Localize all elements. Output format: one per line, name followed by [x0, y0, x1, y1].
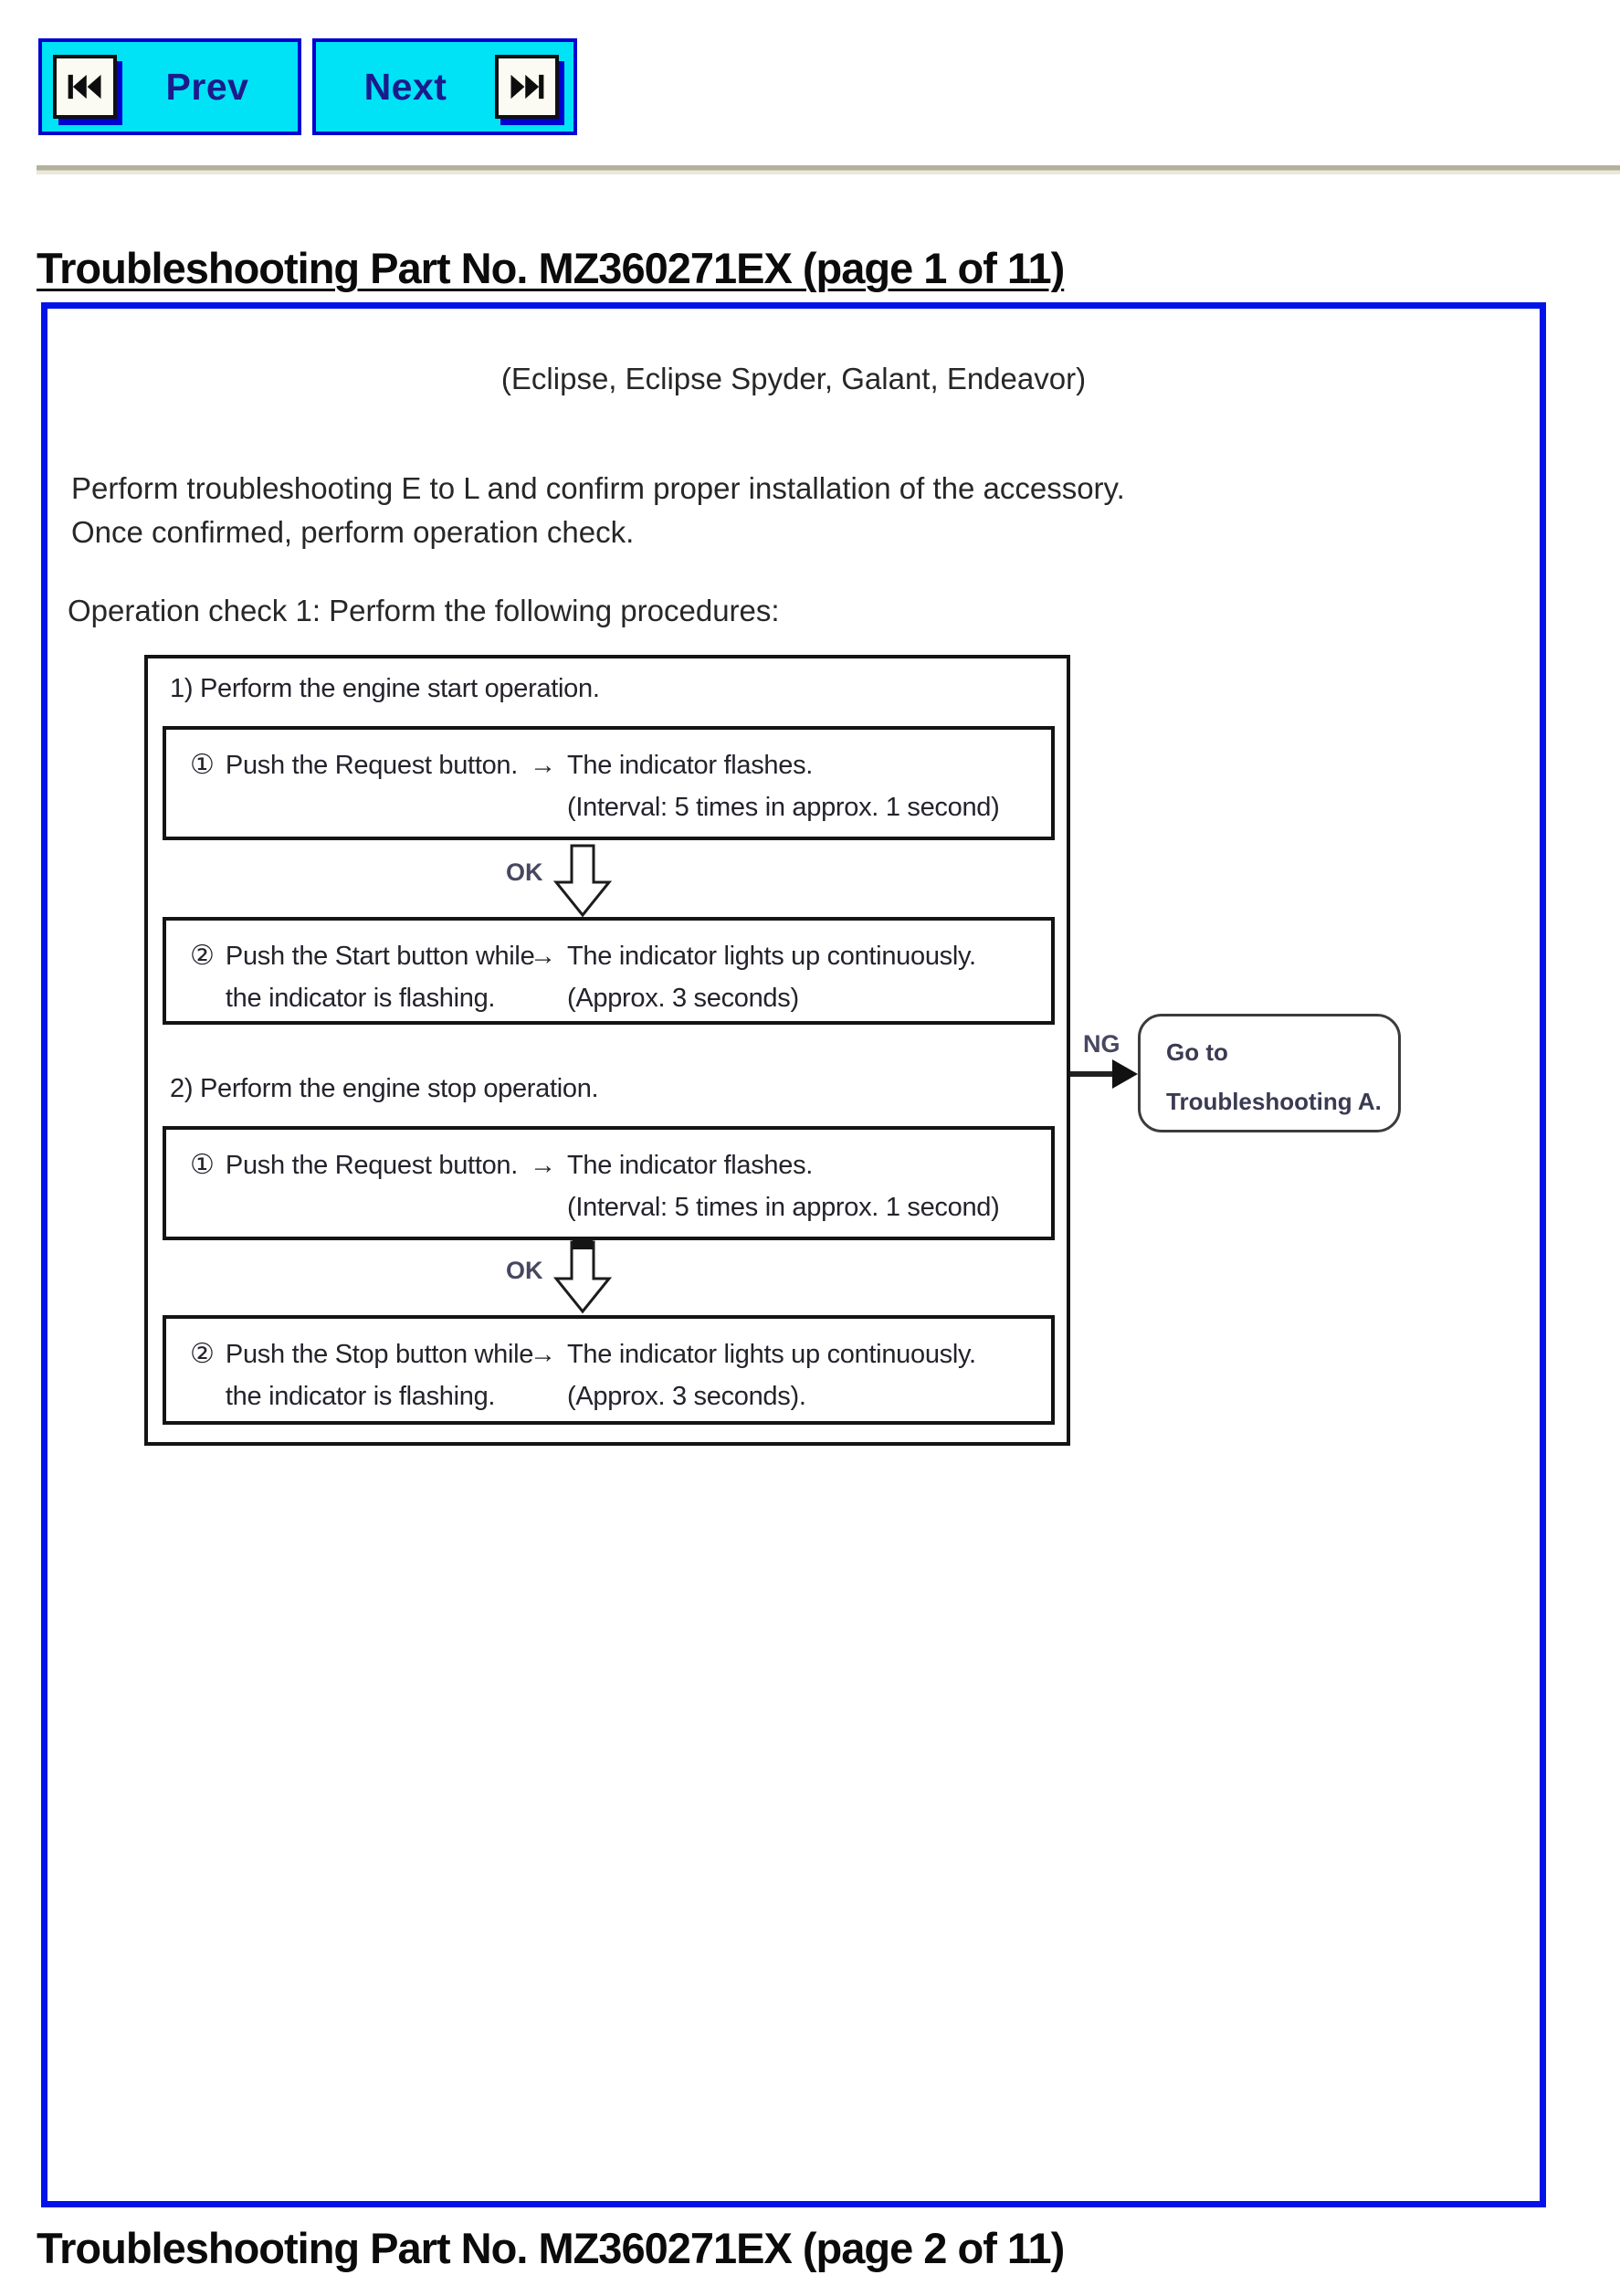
- operation-check-heading: Operation check 1: Perform the following…: [68, 594, 780, 627]
- circled-number: ②: [190, 941, 215, 971]
- result-line: The indicator lights up continuously.: [567, 1340, 976, 1369]
- fast-forward-icon: [495, 55, 559, 119]
- intro-line-1: Perform troubleshooting E to L and confi…: [71, 471, 1125, 505]
- result-line: The indicator lights up continuously.: [567, 942, 976, 971]
- result-note: (Interval: 5 times in approx. 1 second): [567, 1193, 1000, 1222]
- step2-label: 2) Perform the engine stop operation.: [170, 1074, 599, 1103]
- result-line: The indicator flashes.: [567, 1151, 814, 1180]
- step1-label: 1) Perform the engine start operation.: [170, 674, 600, 703]
- action-line: Push the Stop button while: [225, 1340, 534, 1369]
- goto-troubleshooting-box: Go to Troubleshooting A.: [1138, 1014, 1401, 1132]
- circled-number: ①: [190, 750, 215, 780]
- goto-line-2: Troubleshooting A.: [1166, 1088, 1382, 1115]
- ng-right-arrow-icon: [1070, 1056, 1140, 1097]
- page1-title: Troubleshooting Part No. MZ360271EX (pag…: [37, 244, 1065, 292]
- action-line: Push the Request button.: [225, 1151, 518, 1180]
- flow-box-2: ② Push the Start button while the indica…: [163, 917, 1055, 1025]
- flowchart-frame: 1) Perform the engine start operation. ①…: [144, 655, 1070, 1446]
- intro-line-2: Once confirmed, perform operation check.: [71, 515, 635, 549]
- ng-label: NG: [1083, 1030, 1120, 1058]
- result-arrow: →: [530, 1340, 556, 1369]
- circled-number: ②: [190, 1339, 215, 1369]
- ok-down-arrow-icon: [552, 1240, 613, 1318]
- action-line: the indicator is flashing.: [225, 984, 496, 1013]
- next-button[interactable]: Next: [312, 38, 577, 135]
- action-line: the indicator is flashing.: [225, 1382, 496, 1411]
- next-label: Next: [363, 65, 447, 108]
- circled-number: ①: [190, 1150, 215, 1180]
- goto-line-1: Go to: [1166, 1038, 1228, 1066]
- flow-box-3: ① Push the Request button. → The indicat…: [163, 1126, 1055, 1240]
- rewind-icon: [53, 55, 117, 119]
- prev-button[interactable]: Prev: [38, 38, 301, 135]
- result-note: (Approx. 3 seconds): [567, 984, 799, 1013]
- ok-label: OK: [506, 858, 543, 886]
- flow-box-1: ① Push the Request button. → The indicat…: [163, 726, 1055, 840]
- result-line: The indicator flashes.: [567, 751, 814, 780]
- result-note: (Interval: 5 times in approx. 1 second): [567, 793, 1000, 822]
- ok-down-arrow-icon: [552, 844, 613, 922]
- page1-content-box: (Eclipse, Eclipse Spyder, Galant, Endeav…: [41, 302, 1546, 2207]
- result-arrow: →: [530, 942, 556, 971]
- page2-title: Troubleshooting Part No. MZ360271EX (pag…: [37, 2224, 1065, 2272]
- result-arrow: →: [530, 1151, 556, 1180]
- action-line: Push the Request button.: [225, 751, 518, 780]
- result-note: (Approx. 3 seconds).: [567, 1382, 806, 1411]
- action-line: Push the Start button while: [225, 942, 535, 971]
- ok-label: OK: [506, 1257, 543, 1284]
- result-arrow: →: [530, 751, 556, 780]
- applicable-models: (Eclipse, Eclipse Spyder, Galant, Endeav…: [500, 362, 1087, 395]
- divider-rule: [37, 165, 1620, 174]
- prev-label: Prev: [165, 65, 249, 108]
- flow-box-4: ② Push the Stop button while the indicat…: [163, 1315, 1055, 1425]
